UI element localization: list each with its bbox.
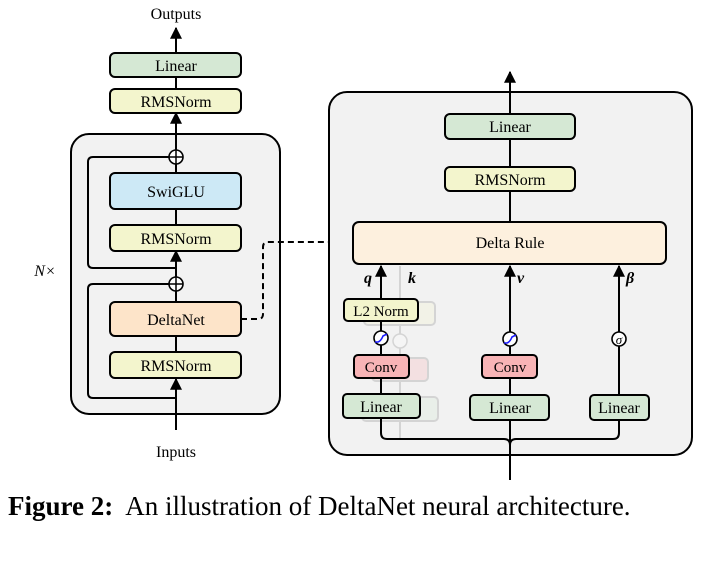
rmsnorm-block: RMSNorm [109, 224, 242, 252]
silu-activation-icon [502, 331, 518, 347]
caption-text: An illustration of DeltaNet neural archi… [125, 491, 631, 521]
rmsnorm-block: RMSNorm [109, 351, 242, 379]
svg-text:RMSNorm: RMSNorm [140, 358, 212, 375]
caption-label: Figure 2: [8, 491, 114, 521]
v-label: v [517, 270, 525, 287]
linear-block: Linear [342, 393, 421, 419]
swiglu-block: SwiGLU [109, 172, 242, 210]
svg-text:Conv: Conv [494, 360, 527, 376]
svg-text:RMSNorm: RMSNorm [140, 231, 212, 248]
k-label: k [408, 270, 416, 287]
svg-text:Linear: Linear [489, 119, 531, 136]
outputs-label: Outputs [151, 6, 202, 23]
svg-text:Linear: Linear [155, 58, 197, 75]
figure-caption: Figure 2: An illustration of DeltaNet ne… [8, 488, 708, 524]
svg-text:σ: σ [616, 332, 623, 347]
inputs-label: Inputs [156, 444, 196, 461]
svg-text:RMSNorm: RMSNorm [474, 172, 546, 189]
input-split [380, 418, 620, 480]
add-icon [168, 276, 184, 292]
linear-block: Linear [469, 394, 550, 421]
svg-text:DeltaNet: DeltaNet [147, 312, 205, 329]
deltanet-block: DeltaNet [109, 301, 242, 337]
residual-connection-ffn [87, 156, 176, 269]
svg-text:Conv: Conv [365, 360, 398, 376]
rmsnorm-block: RMSNorm [109, 88, 242, 114]
silu-activation-icon [373, 330, 389, 346]
linear-block: Linear [589, 394, 650, 421]
residual-connection-attn [87, 283, 176, 399]
svg-text:Linear: Linear [489, 400, 531, 417]
l2norm-block: L2 Norm [343, 298, 419, 322]
sigmoid-icon: σ [611, 331, 627, 347]
svg-text:SwiGLU: SwiGLU [147, 184, 205, 201]
svg-text:Linear: Linear [598, 400, 640, 417]
delta-rule-block: Delta Rule [352, 221, 667, 265]
svg-text:L2 Norm: L2 Norm [353, 304, 409, 320]
rmsnorm-block: RMSNorm [444, 166, 576, 192]
linear-block: Linear [109, 52, 242, 78]
q-label: q [364, 270, 372, 287]
svg-text:RMSNorm: RMSNorm [140, 94, 212, 111]
conv-block: Conv [481, 354, 538, 379]
beta-label: β [625, 270, 635, 287]
add-icon [168, 149, 184, 165]
svg-text:Linear: Linear [360, 399, 402, 416]
repeat-label: N× [33, 263, 55, 280]
linear-block: Linear [444, 113, 576, 140]
conv-block: Conv [353, 354, 410, 379]
svg-text:Delta Rule: Delta Rule [476, 235, 545, 252]
